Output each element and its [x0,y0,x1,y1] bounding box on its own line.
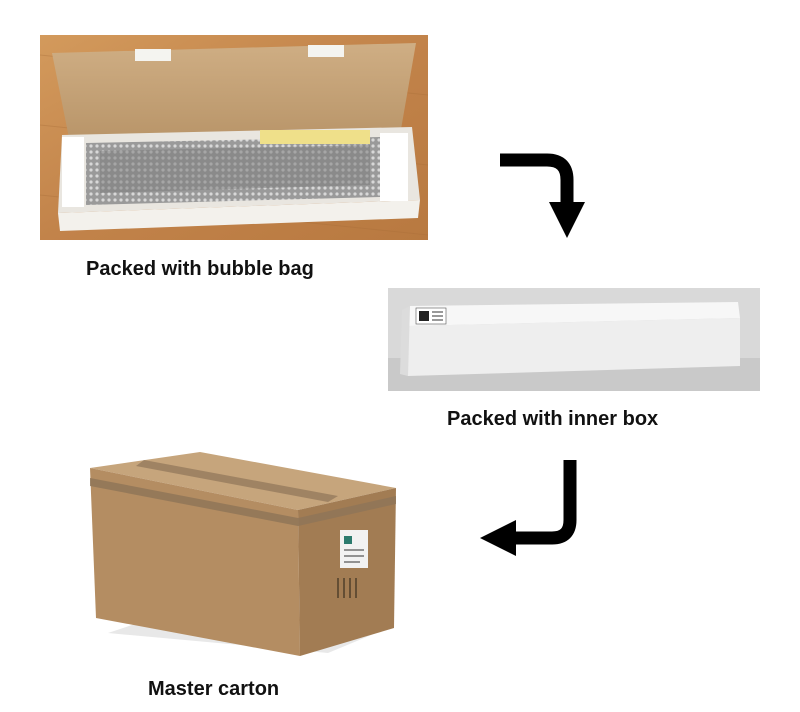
master-carton-photo [88,448,400,660]
inner-box-photo [388,288,760,391]
bubble-bag-photo [40,35,428,240]
bubble-bag-caption: Packed with bubble bag [86,258,314,280]
curved-arrow-down-icon [495,150,595,242]
master-carton-caption: Master carton [148,678,280,700]
inner-box-caption: Packed with inner box [447,408,659,430]
curved-arrow-down-left-icon [478,458,590,558]
